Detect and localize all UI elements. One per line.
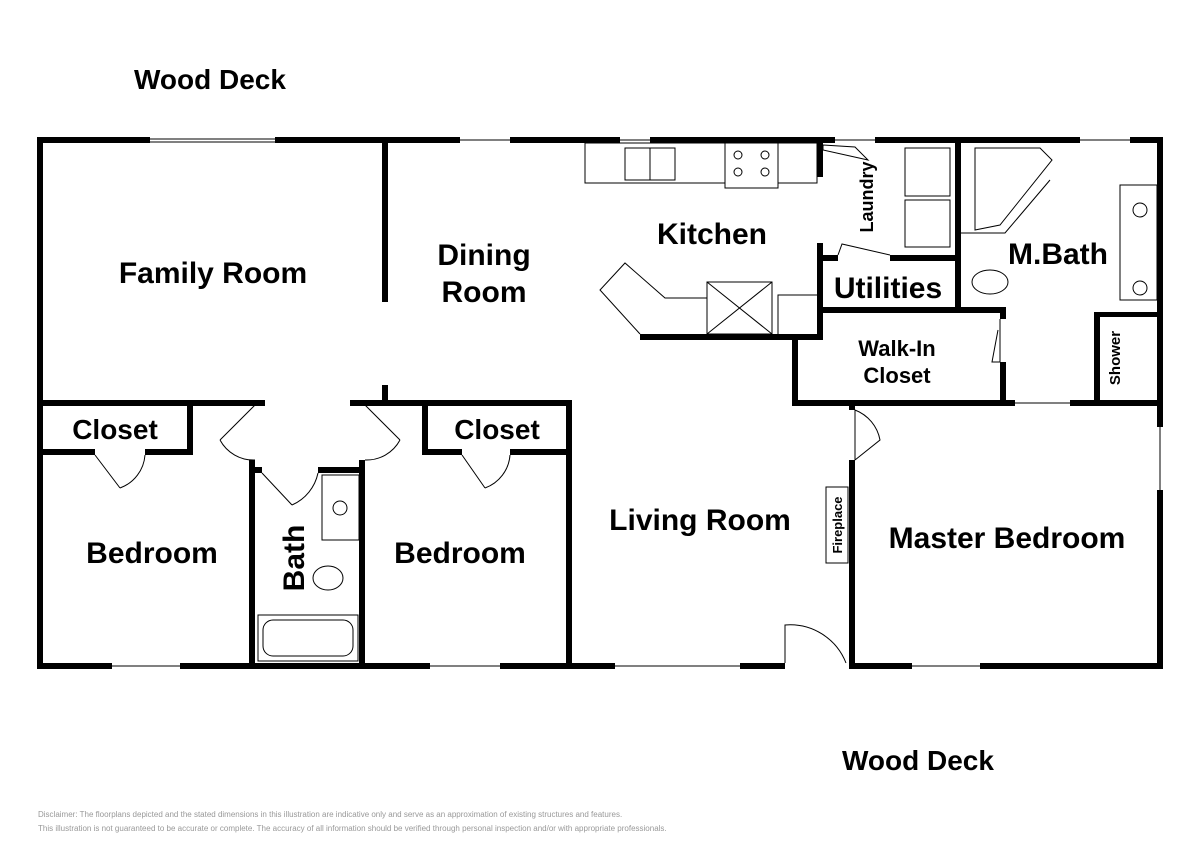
walk-in-closet-label-1: Walk-In [858,336,935,361]
disclaimer-line-2: This illustration is not guaranteed to b… [38,824,667,833]
wood-deck-top-label: Wood Deck [134,64,286,95]
bath-tub-icon [257,614,359,662]
vanity-icon [1119,184,1158,301]
closet-left-label: Closet [72,414,158,445]
doors [94,144,1070,664]
bath-label: Bath [278,525,311,592]
bedroom-left-label: Bedroom [86,537,218,570]
fixtures [257,142,1158,662]
disclaimer-line-1: Disclaimer: The floorplans depicted and … [38,810,623,819]
living-room-label: Living Room [609,504,791,537]
kitchen-counter [584,142,818,184]
interior-walls [37,140,1163,669]
kitchen-label: Kitchen [657,218,767,251]
m-bath-label: M.Bath [1008,238,1108,271]
dryer-icon [904,147,951,197]
family-room-label: Family Room [119,257,307,290]
dining-room-label-2: Room [442,276,527,309]
bath-toilet-icon [312,565,344,591]
bathtub-icon [974,147,1053,231]
wood-deck-bottom-label: Wood Deck [842,745,994,776]
fireplace-label: Fireplace [830,496,845,553]
windows [112,138,1161,667]
bedroom-right-label: Bedroom [394,537,526,570]
toilet-icon [971,269,1009,295]
bath-sink-icon [321,474,360,541]
shower-label: Shower [1107,331,1124,385]
dining-room-label-1: Dining [437,239,530,272]
walk-in-closet-label-2: Closet [863,363,931,388]
utilities-label: Utilities [834,272,942,305]
closet-right-label: Closet [454,414,540,445]
master-bedroom-label: Master Bedroom [889,522,1126,555]
washer-icon [904,199,951,248]
fireplace [825,486,849,564]
stove-icon [724,142,779,189]
laundry-label: Laundry [857,161,877,232]
